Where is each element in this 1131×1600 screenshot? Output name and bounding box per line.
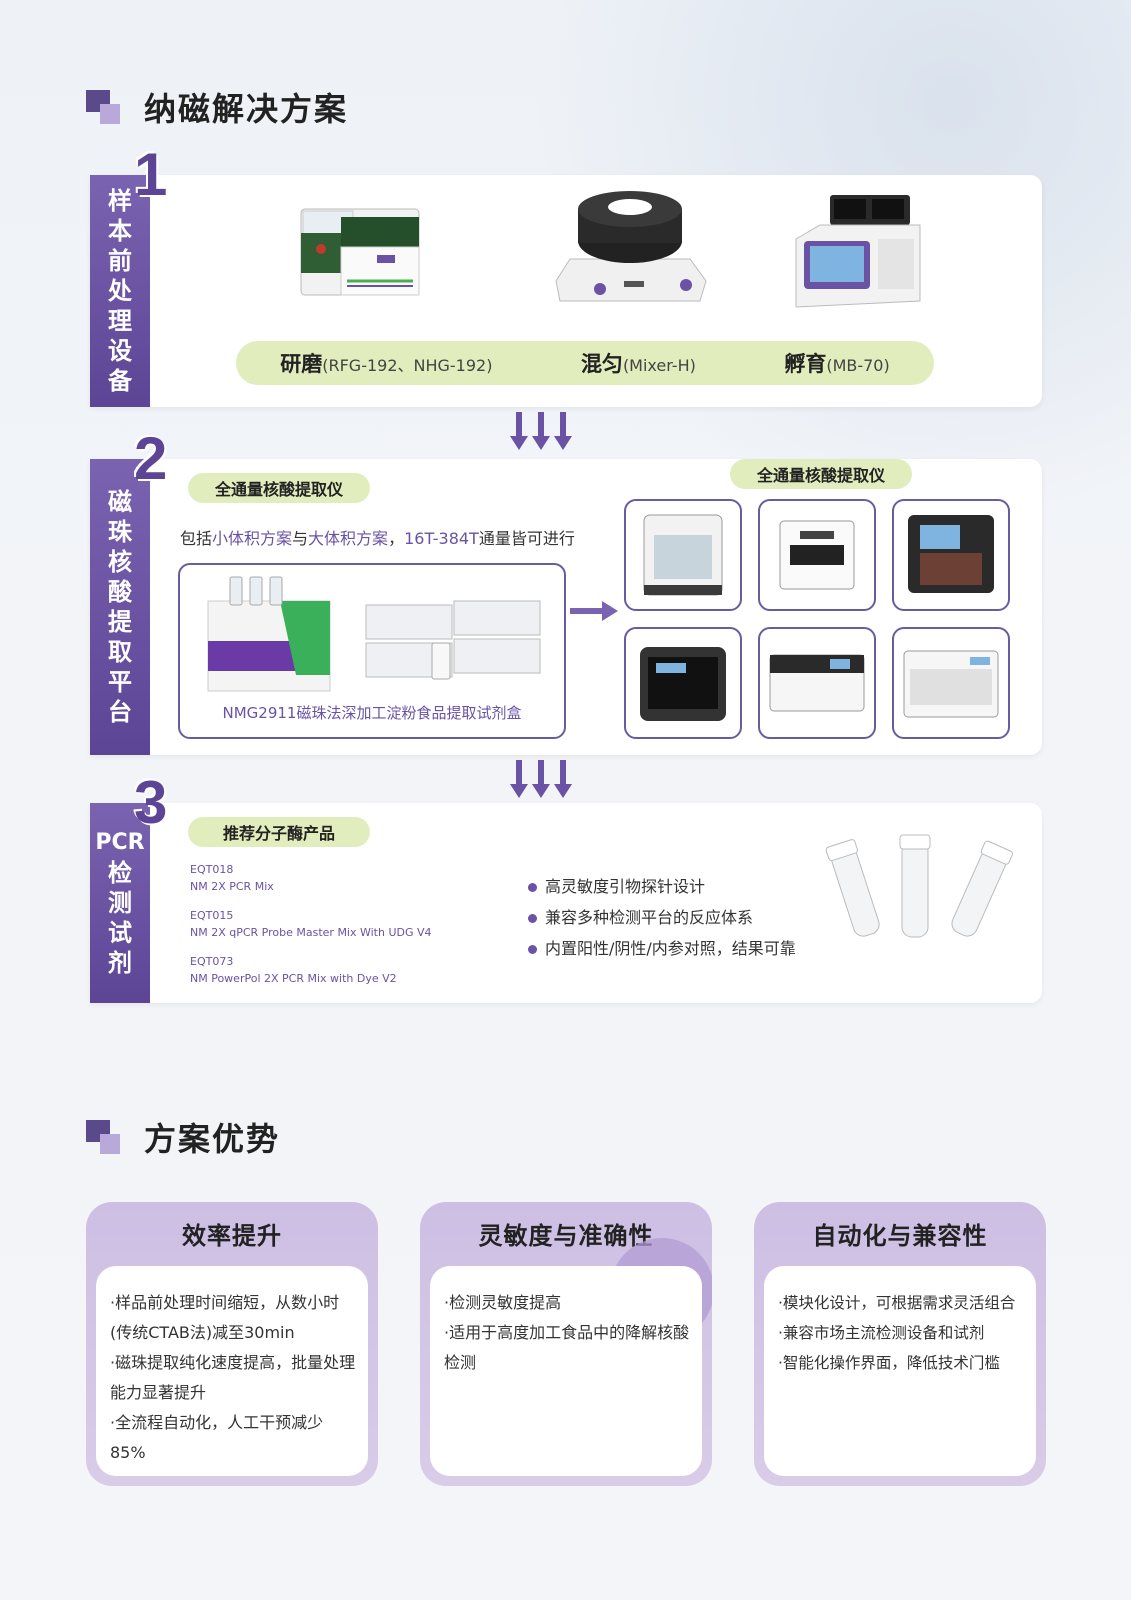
incubator-device-image [790,189,930,319]
product-code: EQT018 [190,863,234,876]
feature-item: 内置阳性/阴性/内参对照，结果可靠 [528,933,796,964]
extractor-image-1 [624,499,742,611]
benefit-body: ·检测灵敏度提高 ·适用于高度加工食品中的降解核酸检测 [430,1266,702,1476]
step2-side-label: 磁珠核酸提取平台 [90,459,150,755]
product-name: NM PowerPol 2X PCR Mix with Dye V2 [190,972,397,985]
section-title-advantages: 方案优势 [86,1114,280,1160]
step3-number: 3 [134,769,168,836]
reagent-kit-caption: NMG2911磁珠法深加工淀粉食品提取试剂盒 [222,704,522,722]
benefit-item: ·适用于高度加工食品中的降解核酸检测 [444,1323,690,1372]
extractor-image-3 [892,499,1010,611]
benefit-item: ·全流程自动化，人工干预减少85% [110,1413,324,1462]
step2-number: 2 [134,425,168,492]
benefit-body: ·样品前处理时间缩短，从数小时(传统CTAB法)减至30min ·磁珠提取纯化速… [96,1266,368,1476]
device-label-incubation: 孵育(MB-70) [784,352,890,376]
extractor-image-4 [624,627,742,739]
extractor-image-6 [892,627,1010,739]
benefit-title: 灵敏度与准确性 [478,1222,654,1250]
benefit-title: 效率提升 [182,1222,282,1250]
grinder-device-image [295,203,425,303]
benefit-item: ·样品前处理时间缩短，从数小时(传统CTAB法)减至30min [110,1293,340,1342]
product-code: EQT015 [190,909,234,922]
step2-description: 包括小体积方案与大体积方案，16T-384T通量皆可进行 [180,529,575,548]
extractor-image-2 [758,499,876,611]
benefit-item: ·磁珠提取纯化速度提高，批量处理能力显著提升 [110,1353,356,1402]
step2-pill-left: 全通量核酸提取仪 [188,473,370,503]
benefit-card-automation: 自动化与兼容性 ·模块化设计，可根据需求灵活组合 ·兼容市场主流检测设备和试剂 … [754,1202,1046,1486]
step1-device-label-bar: 研磨(RFG-192、NHG-192) 混匀(Mixer-H) 孵育(MB-70… [236,341,934,385]
bullet-dot-icon [528,883,537,892]
benefit-title: 自动化与兼容性 [812,1222,988,1250]
page-title: 纳磁解决方案 [144,90,349,128]
advantages-title: 方案优势 [144,1120,281,1158]
reagent-kit-image [207,576,541,692]
bullet-dot-icon [528,914,537,923]
section-title-solution: 纳磁解决方案 [86,84,348,130]
product-name: NM 2X qPCR Probe Master Mix With UDG V4 [190,926,432,939]
product-name: NM 2X PCR Mix [190,880,274,893]
benefit-card-efficiency: 效率提升 ·样品前处理时间缩短，从数小时(传统CTAB法)减至30min ·磁珠… [86,1202,378,1486]
benefit-item: ·检测灵敏度提高 [444,1293,562,1312]
product-list: EQT018 NM 2X PCR Mix EQT015 NM 2X qPCR P… [190,861,432,987]
device-label-grinding: 研磨(RFG-192、NHG-192) [280,352,493,376]
step1-number: 1 [134,141,168,208]
title-square-icon [86,90,122,124]
benefit-item: ·兼容市场主流检测设备和试剂 [778,1324,985,1342]
extractor-image-5 [758,627,876,739]
step1-panel: 样本前处理设备 [90,175,1042,407]
title-square-icon [86,1120,122,1154]
benefit-item: ·模块化设计，可根据需求灵活组合 [778,1294,1016,1312]
benefit-item: ·智能化操作界面，降低技术门槛 [778,1354,1000,1372]
product-code: EQT073 [190,955,234,968]
step2-pill-right: 全通量核酸提取仪 [730,459,912,489]
step1-side-label: 样本前处理设备 [90,175,150,407]
right-arrow-icon [570,601,618,621]
mixer-device-image [550,189,710,319]
step2-panel: 磁珠核酸提取平台 全通量核酸提取仪 全通量核酸提取仪 包括小体积方案与大体积方案… [90,459,1042,755]
bullet-dot-icon [528,945,537,954]
benefit-body: ·模块化设计，可根据需求灵活组合 ·兼容市场主流检测设备和试剂 ·智能化操作界面… [764,1266,1036,1476]
down-arrows-2 [510,760,572,800]
feature-item: 兼容多种检测平台的反应体系 [528,902,796,933]
feature-list: 高灵敏度引物探针设计 兼容多种检测平台的反应体系 内置阳性/阴性/内参对照，结果… [528,871,796,964]
step3-pill: 推荐分子酶产品 [188,817,370,847]
device-label-mixing: 混匀(Mixer-H) [580,352,696,376]
down-arrows-1 [510,412,572,452]
reagent-tubes-image [825,834,1013,938]
benefit-card-sensitivity: 灵敏度与准确性 ·检测灵敏度提高 ·适用于高度加工食品中的降解核酸检测 [420,1202,712,1486]
reagent-kit-frame: NMG2911磁珠法深加工淀粉食品提取试剂盒 [178,563,566,739]
feature-item: 高灵敏度引物探针设计 [528,871,796,902]
